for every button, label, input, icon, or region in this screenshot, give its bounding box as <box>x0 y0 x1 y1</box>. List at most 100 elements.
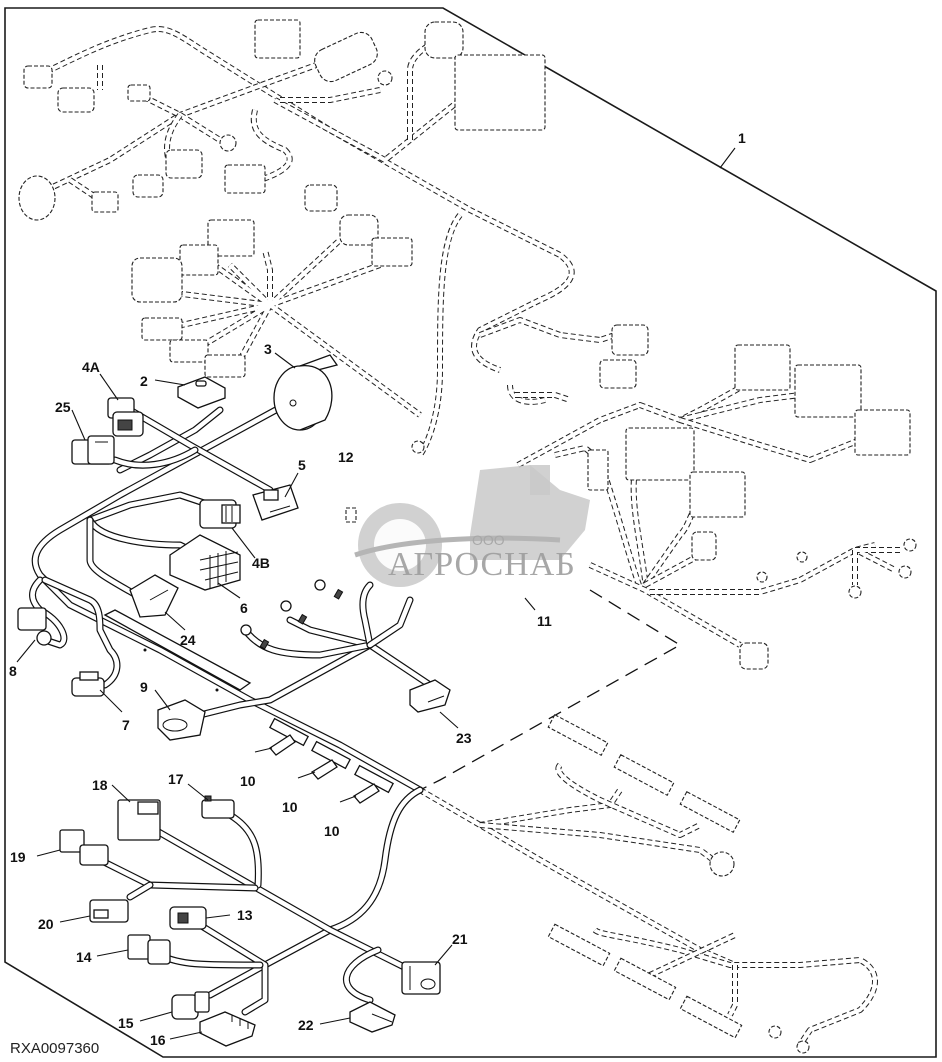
phantom-terminal <box>411 440 425 454</box>
callout-21: 21 <box>452 931 468 947</box>
phantom-ring-terminal <box>796 1040 810 1054</box>
part-6-multi-connector <box>169 534 241 591</box>
callout-10-a: 10 <box>240 773 256 789</box>
callout-1: 1 <box>738 130 746 146</box>
callout-10-b: 10 <box>282 799 298 815</box>
callout-11: 11 <box>537 613 552 629</box>
phantom-bar-connector <box>613 753 675 797</box>
ring-terminal <box>240 624 252 636</box>
callout-6: 6 <box>240 600 248 616</box>
part-9-connector <box>157 699 206 741</box>
phantom-terminal <box>848 585 862 599</box>
part-20-connector <box>89 899 129 923</box>
part-3-round-component <box>273 354 339 431</box>
callout-22: 22 <box>298 1017 314 1033</box>
fuse-strip <box>310 740 352 770</box>
part-8-connector <box>17 607 52 646</box>
phantom-connector-block <box>689 471 746 518</box>
phantom-connector-block <box>625 427 695 481</box>
callout-8: 8 <box>9 663 17 679</box>
phantom-terminal <box>898 565 912 579</box>
phantom-connector <box>127 84 151 102</box>
part-4b-connector <box>199 499 241 529</box>
part-4a-connector <box>107 397 144 437</box>
phantom-connector <box>254 19 301 59</box>
phantom-ring-terminal <box>768 1025 782 1039</box>
watermark-logo: ООО АГРОСНАБ <box>354 465 590 587</box>
callout-25: 25 <box>55 399 71 415</box>
phantom-connector-block <box>794 364 862 418</box>
phantom-terminal <box>796 551 808 563</box>
part-15-connector <box>171 991 210 1020</box>
callout-20: 20 <box>38 916 54 932</box>
phantom-connectors-lower <box>547 713 810 1054</box>
callout-14: 14 <box>76 949 92 965</box>
phantom-terminal <box>377 70 393 86</box>
phantom-bar-connector <box>547 713 609 757</box>
ring-terminal <box>314 579 326 591</box>
fuse-spring <box>269 734 296 756</box>
phantom-connector <box>739 642 769 670</box>
fuse-spring <box>311 759 338 780</box>
phantom-terminal <box>903 538 917 552</box>
part-18-relay-socket <box>117 799 161 841</box>
phantom-connector <box>91 191 119 213</box>
phantom-connector <box>587 449 609 491</box>
phantom-connector <box>132 174 164 198</box>
part-14-connector <box>127 934 171 965</box>
part-25-connector <box>71 435 115 465</box>
callout-9: 9 <box>140 679 148 695</box>
callout-4b: 4B <box>252 555 270 571</box>
phantom-connector <box>179 244 219 276</box>
callout-23: 23 <box>456 730 472 746</box>
callout-19: 19 <box>10 849 26 865</box>
part-19-connector <box>59 829 109 866</box>
phantom-connector <box>424 21 464 59</box>
figure-reference-code: RXA0097360 <box>10 1040 99 1057</box>
part-16-connector <box>199 1011 256 1047</box>
phantom-connector <box>57 87 95 113</box>
parts-solid <box>17 354 451 1047</box>
phantom-connector <box>204 354 246 378</box>
part-2-connector <box>177 376 226 409</box>
phantom-connector <box>224 164 266 194</box>
phantom-connector-block <box>734 344 791 391</box>
callout-7: 7 <box>122 717 130 733</box>
callout-2: 2 <box>140 373 148 389</box>
phantom-connector <box>371 237 413 267</box>
callout-24: 24 <box>180 632 196 648</box>
callout-16: 16 <box>150 1032 166 1048</box>
part-7-connector <box>71 671 105 697</box>
part-17-connector <box>201 795 235 819</box>
callout-15: 15 <box>118 1015 134 1031</box>
phantom-connector <box>599 359 637 389</box>
ring-terminal <box>280 600 292 612</box>
callout-12: 12 <box>338 449 354 465</box>
phantom-round-connector <box>709 851 735 877</box>
phantom-terminal <box>219 134 237 152</box>
phantom-connector <box>611 324 649 356</box>
diagram-frame <box>4 7 937 1058</box>
phantom-connector <box>141 317 183 341</box>
phantom-bar-connector <box>613 957 677 1001</box>
part-21-connector <box>401 961 441 995</box>
phantom-terminal <box>345 507 357 523</box>
phantom-connector <box>23 65 53 89</box>
phantom-connector <box>314 31 378 83</box>
phantom-connector-block <box>454 54 546 131</box>
callout-13: 13 <box>237 907 253 923</box>
part-24-connector <box>129 574 179 618</box>
callout-labels: 1 2 3 4A 4B 5 6 7 8 9 10 10 10 11 12 13 … <box>9 130 746 1048</box>
part-13-connector <box>169 906 207 930</box>
phantom-harness-lower <box>418 762 878 1047</box>
callout-18: 18 <box>92 777 108 793</box>
phantom-connector <box>304 184 338 212</box>
part-10-fuse-holders <box>268 717 395 804</box>
phantom-connector <box>207 219 255 257</box>
phantom-connector <box>165 149 203 179</box>
part-5-connector <box>252 484 299 521</box>
phantom-connectors-11 <box>345 344 917 670</box>
callout-3: 3 <box>264 341 272 357</box>
mounting-strip <box>103 609 252 692</box>
callout-5: 5 <box>298 457 306 473</box>
